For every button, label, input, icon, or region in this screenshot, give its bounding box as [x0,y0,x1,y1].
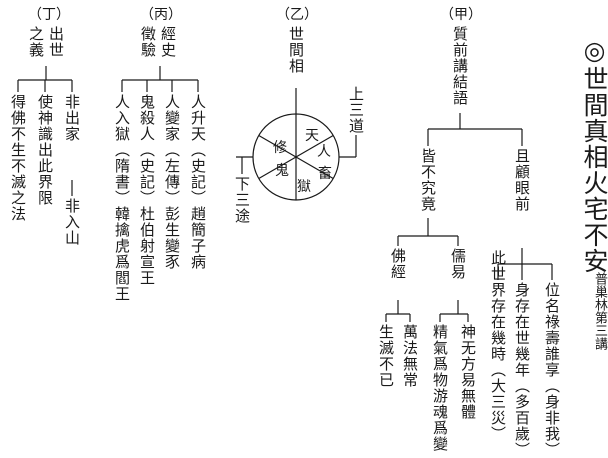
bing-title-a: 經史 [159,26,177,58]
evidence-item: 人升天（史記）趙簡子病 [189,94,207,270]
bing-header: （丙） [140,7,182,23]
now-item: 此世界存在幾時（大三災） [489,250,507,442]
ding-title-b: 之義 [27,26,45,58]
branch-now: 且顧眼前 [513,148,531,212]
upper-three-paths: 上三道 [347,86,365,134]
yi-title: 世間相 [287,26,305,74]
wheel-animal: 畜 [318,166,332,182]
wheel-ghost: 鬼 [275,163,289,179]
branch-deep: 皆不究竟 [419,148,437,212]
fo-item: 萬法無常 [401,324,419,388]
renounce-item: 得佛不生不滅之法 [9,94,27,222]
main-title: ◎世間真相火宅不安 [580,36,608,274]
wheel-hell: 獄 [297,179,311,195]
ru-label: 儒易 [449,248,467,280]
evidence-item: 鬼殺人（史記）杜伯射宣王 [138,94,156,286]
wheel-human: 人 [317,144,331,160]
now-item: 位名祿壽誰享（身非我） [543,282,561,458]
connector-lines [17,66,553,322]
evidence-item: 人變家（左傳）彭生變豕 [163,94,181,270]
now-item: 身存在世幾年（多百歲） [513,282,531,458]
wheel-asura: 修 [273,140,287,156]
jia-title: 質前講結語 [451,26,469,106]
wheel-heaven: 天 [305,128,319,144]
fo-item: 生滅不已 [377,324,395,388]
renounce-item: 非出家 [63,94,81,142]
not-mountain: 非入山 [63,198,81,246]
ding-title-a: 出世 [47,26,65,58]
yi-header: （乙） [276,7,318,23]
subtitle: 普巢林第三講 [592,272,607,350]
jia-header: （甲） [440,7,482,23]
ru-item: 神无方易無體 [459,324,477,420]
ding-header: （丁） [28,7,70,23]
evidence-item: 人入獄（隋書）韓擒虎爲閻王 [113,94,131,302]
ru-item: 精氣爲物游魂爲變 [431,324,449,452]
fo-label: 佛經 [389,248,407,280]
renounce-item: 使神識出此界限 [36,94,54,206]
bing-title-b: 徵驗 [139,26,157,58]
lower-three-paths: 下三途 [233,176,251,224]
